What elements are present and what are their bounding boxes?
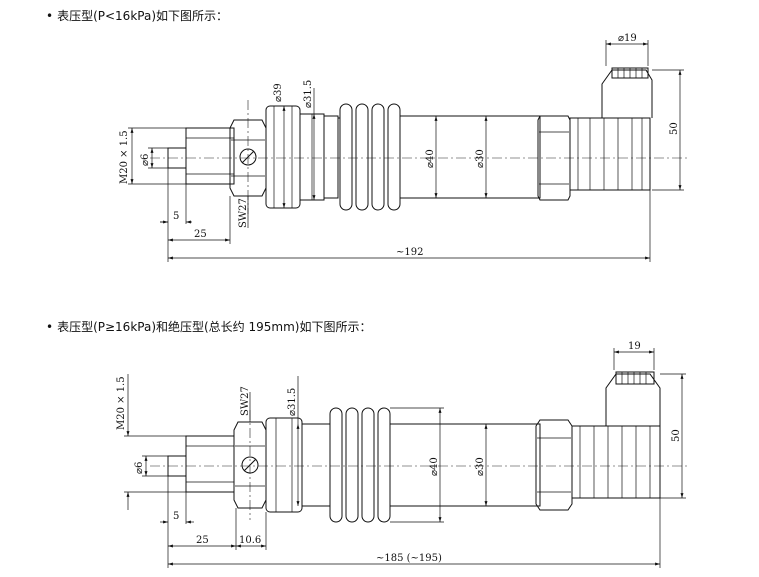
dim-bore: ⌀6 bbox=[140, 154, 151, 166]
section2-heading: •表压型(P≥16kPa)和绝压型(总长约 195mm)如下图所示： bbox=[46, 318, 371, 335]
dim-total: ~192 bbox=[396, 247, 423, 258]
bullet: • bbox=[46, 320, 54, 334]
sensor-drawing-2 bbox=[150, 371, 690, 523]
dim-thread: M20 × 1.5 bbox=[116, 376, 127, 430]
sensor-drawing-1 bbox=[150, 67, 690, 214]
dim-l25: 25 bbox=[196, 535, 209, 546]
dim-w19: 19 bbox=[628, 341, 641, 352]
dim-l5: 5 bbox=[173, 211, 179, 222]
dim-sw27: SW27 bbox=[240, 386, 251, 416]
dim-d30: ⌀30 bbox=[475, 457, 486, 476]
section2-heading-text: 表压型(P≥16kPa)和绝压型(总长约 195mm)如下图所示： bbox=[57, 320, 372, 334]
dim-l25: 25 bbox=[194, 229, 207, 240]
dim-l10-6: 10.6 bbox=[239, 535, 261, 546]
dim-bore: ⌀6 bbox=[134, 462, 145, 474]
dim-total: ~185 (~195) bbox=[376, 553, 442, 564]
dim-w19: ⌀19 bbox=[618, 33, 637, 44]
dim-l5: 5 bbox=[173, 511, 179, 522]
dimensions-1: M20 × 1.5 ⌀6 ⌀39 ⌀31.5 ⌀40 ⌀30 ⌀19 50 SW… bbox=[119, 33, 684, 262]
dim-d31-5: ⌀31.5 bbox=[287, 388, 298, 416]
dim-h50: 50 bbox=[671, 429, 682, 442]
bullet: • bbox=[46, 9, 54, 23]
dim-h50: 50 bbox=[669, 122, 680, 135]
dim-d40: ⌀40 bbox=[429, 457, 440, 476]
section1-heading: •表压型(P<16kPa)如下图所示： bbox=[46, 7, 228, 24]
dim-d31-5: ⌀31.5 bbox=[303, 80, 314, 108]
dim-d39: ⌀39 bbox=[273, 83, 284, 102]
section1-heading-text: 表压型(P<16kPa)如下图所示： bbox=[57, 9, 229, 23]
dim-d40: ⌀40 bbox=[425, 149, 436, 168]
dim-sw27: SW27 bbox=[238, 198, 249, 228]
dimensions-2: M20 × 1.5 ⌀6 SW27 ⌀31.5 ⌀40 ⌀30 19 50 bbox=[116, 341, 686, 568]
dim-thread: M20 × 1.5 bbox=[119, 130, 130, 184]
dim-d30: ⌀30 bbox=[475, 149, 486, 168]
